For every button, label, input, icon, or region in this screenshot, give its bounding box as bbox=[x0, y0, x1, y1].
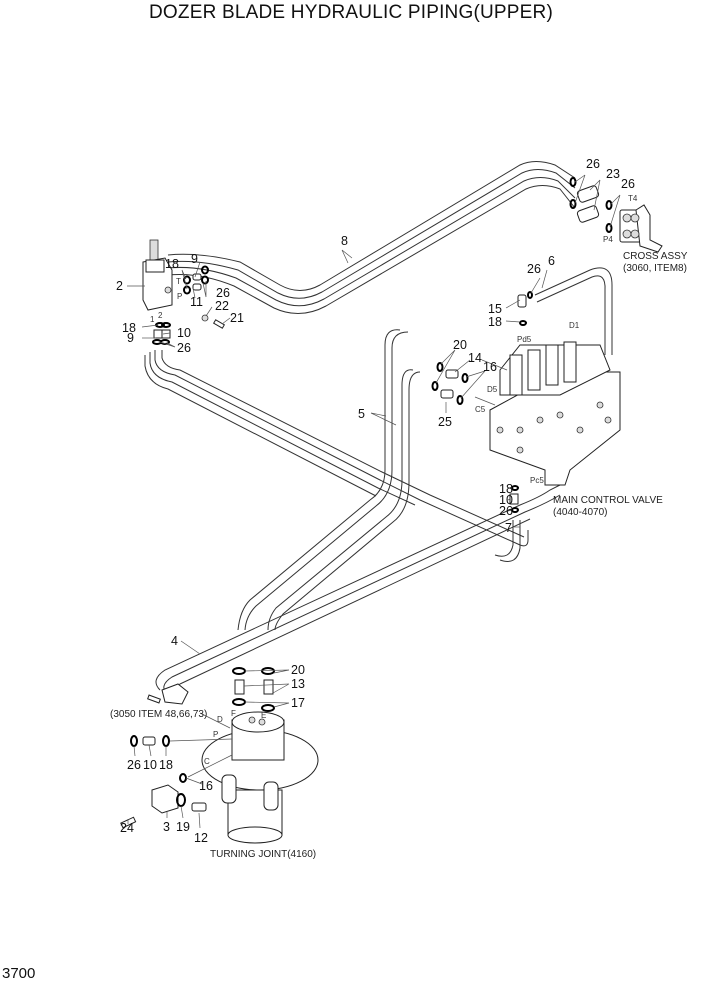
callout-9: 9 bbox=[127, 331, 134, 345]
ref-3050-label: (3050 ITEM 48,66,73) bbox=[110, 709, 207, 720]
pilot-valve-2 bbox=[142, 239, 173, 311]
callout-3: 3 bbox=[163, 820, 170, 834]
leader-lines bbox=[127, 174, 621, 829]
port-labels: T P 1 2 T4 P4 D1 Pd5 D5 C5 Pc5 F E D P C bbox=[150, 194, 638, 766]
port-1: 1 bbox=[150, 315, 155, 324]
callout-26: 26 bbox=[586, 157, 600, 171]
mcv-ref: (4040-4070) bbox=[553, 507, 607, 518]
callout-8: 8 bbox=[341, 234, 348, 248]
callout-17: 17 bbox=[291, 696, 305, 710]
cross-assy-ref: (3060, ITEM8) bbox=[623, 263, 687, 274]
callout-7: 7 bbox=[505, 521, 512, 535]
callout-2: 2 bbox=[116, 279, 123, 293]
mcv-label: MAIN CONTROL VALVE bbox=[553, 495, 663, 506]
turning-joint-fittings bbox=[120, 667, 275, 829]
port-Pd5: Pd5 bbox=[517, 335, 532, 344]
callout-21: 21 bbox=[230, 311, 244, 325]
callout-16: 16 bbox=[483, 360, 497, 374]
callout-11: 11 bbox=[190, 295, 203, 309]
callout-25: 25 bbox=[438, 415, 452, 429]
callout-14: 14 bbox=[468, 351, 482, 365]
port-P-turning-joint: P bbox=[213, 730, 218, 739]
callout-18: 18 bbox=[488, 315, 502, 329]
port-D1: D1 bbox=[569, 321, 580, 330]
port-F: F bbox=[231, 709, 236, 718]
callout-26: 26 bbox=[499, 504, 513, 518]
orings-26-cross bbox=[569, 177, 613, 233]
cross-assy bbox=[619, 204, 663, 253]
callout-18: 18 bbox=[499, 482, 513, 496]
port-P4: P4 bbox=[603, 235, 613, 244]
port-C: C bbox=[204, 757, 210, 766]
callout-18: 18 bbox=[122, 321, 136, 335]
port-E: E bbox=[261, 711, 266, 720]
callout-26: 26 bbox=[127, 758, 141, 772]
callout-10: 10 bbox=[143, 758, 157, 772]
callout-10: 10 bbox=[177, 326, 191, 340]
pipe-6 bbox=[534, 267, 613, 355]
callout-15: 15 bbox=[488, 302, 502, 316]
port-P: P bbox=[177, 292, 182, 301]
callout-5: 5 bbox=[358, 407, 365, 421]
callout-23: 23 bbox=[606, 167, 620, 181]
port-2: 2 bbox=[158, 311, 163, 320]
pipe-long-diagonal bbox=[144, 350, 529, 547]
callout-26: 26 bbox=[177, 341, 191, 355]
turning-joint-label: TURNING JOINT(4160) bbox=[210, 849, 316, 860]
callout-10: 10 bbox=[499, 493, 513, 507]
port-D5: D5 bbox=[487, 385, 498, 394]
callout-12: 12 bbox=[194, 831, 208, 845]
port-T4: T4 bbox=[628, 194, 638, 203]
callout-18: 18 bbox=[159, 758, 173, 772]
pipe-7 bbox=[494, 520, 521, 562]
callout-26: 26 bbox=[216, 286, 230, 300]
port-T: T bbox=[176, 277, 181, 286]
callout-4: 4 bbox=[171, 634, 178, 648]
diagram-title: DOZER BLADE HYDRAULIC PIPING(UPPER) bbox=[149, 2, 553, 23]
callout-16: 16 bbox=[199, 779, 213, 793]
callout-20: 20 bbox=[291, 663, 305, 677]
callout-22: 22 bbox=[215, 299, 229, 313]
callout-24: 24 bbox=[120, 821, 134, 835]
callout-26: 26 bbox=[527, 262, 541, 276]
callout-26: 26 bbox=[621, 177, 635, 191]
callout-13: 13 bbox=[291, 677, 305, 691]
assembly-notes: CROSS ASSY (3060, ITEM8) MAIN CONTROL VA… bbox=[110, 251, 688, 860]
callout-19: 19 bbox=[176, 820, 190, 834]
callout-numbers: 26 23 26 8 2 18 9 26 11 22 21 18 10 9 26… bbox=[116, 157, 635, 845]
callout-6: 6 bbox=[548, 254, 555, 268]
page-number: 3700 bbox=[2, 965, 36, 982]
callout-20: 20 bbox=[453, 338, 467, 352]
tee-fittings-23 bbox=[576, 185, 600, 223]
main-control-valve bbox=[489, 341, 621, 486]
pipe-5 bbox=[237, 329, 421, 631]
port-Pc5: Pc5 bbox=[530, 476, 544, 485]
port-D: D bbox=[217, 715, 223, 724]
callout-9: 9 bbox=[191, 252, 198, 266]
cross-assy-label: CROSS ASSY bbox=[623, 251, 688, 262]
turning-joint bbox=[201, 711, 319, 844]
port-C5: C5 bbox=[475, 405, 486, 414]
callout-18: 18 bbox=[165, 257, 179, 271]
